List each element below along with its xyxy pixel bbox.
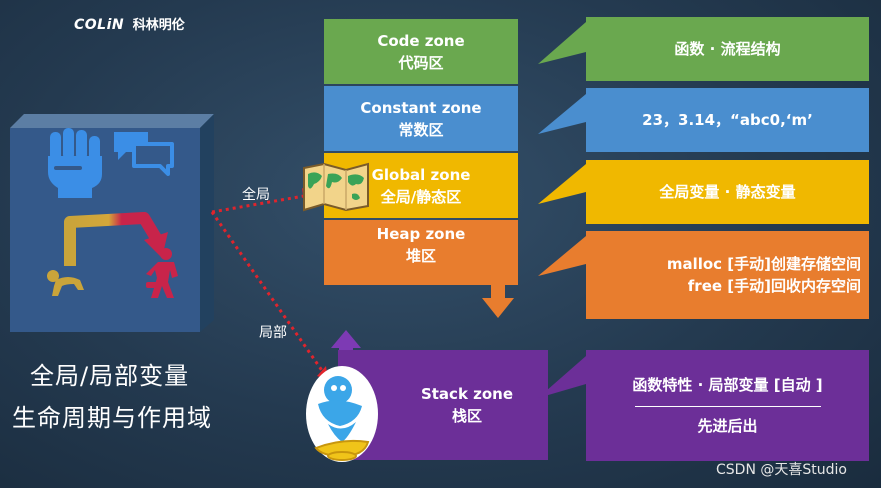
fist-icon [48, 128, 102, 198]
brand-logo: COLiN 科林明伦 [74, 14, 185, 33]
desc-heap-line2: free [手动]回收内存空间 [687, 277, 861, 295]
desc-stack: 函数特性 · 局部变量 [自动 ] 先进后出 [586, 350, 869, 461]
global-label: 全局 [242, 187, 270, 203]
zone-code-title: Code zone [377, 31, 465, 50]
zone-global-title: Global zone [371, 165, 471, 184]
desc-stack-divider [634, 406, 821, 407]
zone-heap: Heap zone 堆区 [324, 220, 518, 285]
local-label: 局部 [259, 325, 287, 341]
desc-heap: malloc [手动]创建存储空间 free [手动]回收内存空间 [586, 231, 869, 319]
zone-stack-title: Stack zone [420, 385, 514, 403]
genie-lamp-icon [306, 366, 378, 462]
caption-subtitle: 生命周期与作用域 [12, 404, 212, 432]
brand-logo-cn: 科林明伦 [132, 18, 185, 33]
desc-constant: 23，3.14，“abc0,‘m’ [586, 88, 869, 152]
zone-heap-title: Heap zone [376, 225, 466, 243]
zone-stack-subtitle: 栈区 [451, 407, 482, 425]
crawling-baby-icon [47, 270, 84, 296]
desc-code: 函数 · 流程结构 [586, 17, 869, 81]
heap-grow-arrow [482, 280, 514, 318]
desc-stack-line1: 函数特性 · 局部变量 [自动 ] [632, 376, 823, 394]
zone-code-subtitle: 代码区 [398, 53, 444, 72]
brand-logo-text: COLiN [74, 17, 125, 33]
zone-constant-subtitle: 常数区 [398, 120, 444, 139]
desc-stack-line2: 先进后出 [697, 417, 758, 435]
zone-constant: Constant zone 常数区 [324, 86, 518, 151]
desc-global: 全局变量 · 静态变量 [586, 160, 869, 224]
world-map-icon [303, 162, 369, 212]
zone-global-subtitle: 全局/静态区 [380, 187, 462, 206]
caption-title: 全局/局部变量 [30, 362, 190, 390]
watermark: CSDN @天喜Studio [716, 462, 847, 478]
desc-heap-line1: malloc [手动]创建存储空间 [666, 255, 861, 273]
elderly-person-icon [146, 248, 178, 298]
chat-bubbles-icon [114, 132, 174, 176]
zone-constant-title: Constant zone [360, 98, 482, 117]
zone-heap-subtitle: 堆区 [405, 247, 436, 265]
zone-code: Code zone 代码区 [324, 19, 518, 84]
